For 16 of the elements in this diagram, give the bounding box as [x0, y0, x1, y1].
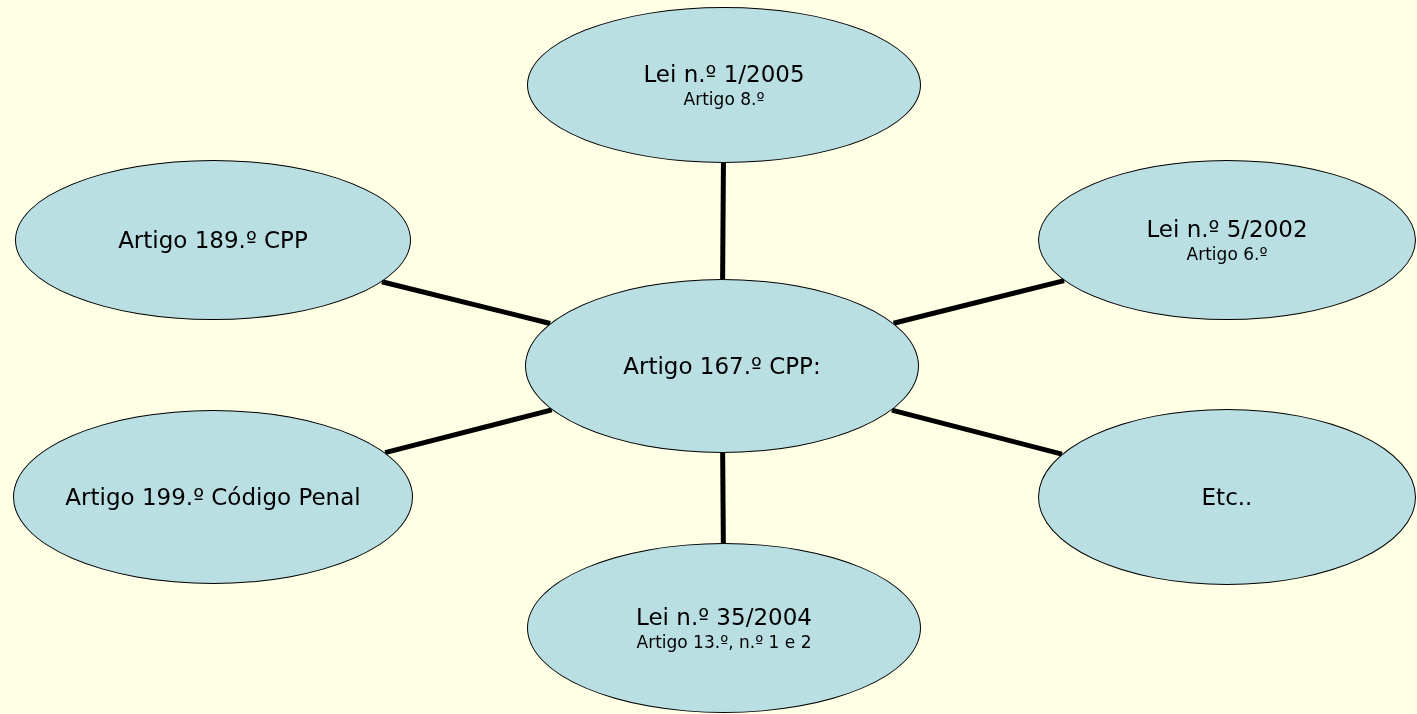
law-title: Etc.. [1201, 482, 1253, 512]
connector-line [720, 452, 726, 543]
law-title: Artigo 199.º Código Penal [65, 482, 361, 512]
article-text: Artigo 6.º [1186, 243, 1268, 265]
law-title: Lei n.º 1/2005 [643, 60, 805, 89]
article-text: Artigo 8.º [683, 88, 765, 110]
connector-line [892, 278, 1065, 326]
connector-line [384, 407, 553, 456]
law-title: Lei n.º 5/2002 [1146, 215, 1308, 244]
connector-line [720, 163, 726, 279]
article-text: Artigo 13.º, n.º 1 e 2 [636, 631, 812, 653]
law-title: Lei n.º 35/2004 [636, 603, 812, 632]
law-title: Artigo 167.º CPP: [623, 351, 821, 381]
connector-line [891, 407, 1063, 457]
law-title: Artigo 189.º CPP [118, 225, 308, 255]
connector-line [381, 279, 551, 326]
